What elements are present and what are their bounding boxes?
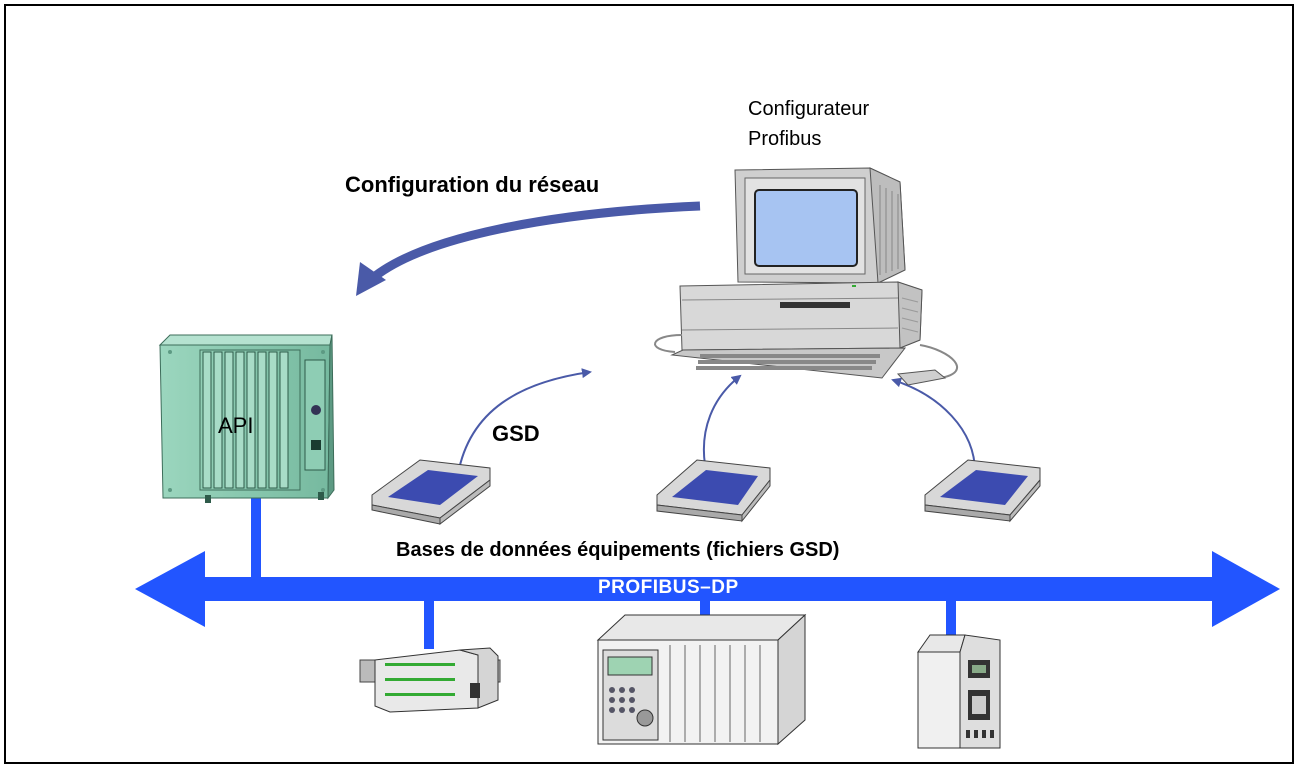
drive-unit-icon <box>596 613 807 746</box>
plc-rack-icon <box>158 334 335 503</box>
bases-de-donnees-label: Bases de données équipements (fichiers G… <box>396 539 840 561</box>
configurateur-label: Configurateur <box>748 98 870 120</box>
bus-bar <box>200 577 1220 601</box>
bus-drop-3 <box>946 601 956 639</box>
config-arrow-shaft <box>364 201 701 286</box>
configuration-reseau-label: Configuration du réseau <box>345 172 600 197</box>
config-arrow-head <box>356 262 386 296</box>
profibus-label: Profibus <box>748 128 822 150</box>
profibus-bus <box>135 495 1280 649</box>
io-module-icon <box>359 647 501 713</box>
gsd-arrow-1 <box>457 368 592 475</box>
bus-drop-api <box>251 495 261 579</box>
api-label: API <box>218 413 254 438</box>
floppy-disk-icon <box>371 459 491 526</box>
bus-arrow-right <box>1212 551 1280 627</box>
bus-drop-1 <box>424 601 434 649</box>
bus-label: PROFIBUS–DP <box>598 577 739 598</box>
bus-arrow-left <box>135 551 205 627</box>
gsd-arrow-2 <box>702 374 742 466</box>
gsd-label: GSD <box>492 421 540 446</box>
floppy-disk-icon <box>656 459 771 523</box>
gsd-arrow-3 <box>891 377 976 473</box>
computer-icon <box>654 167 958 386</box>
floppy-disk-icon <box>924 459 1041 523</box>
terminal-unit-icon <box>917 634 1001 749</box>
